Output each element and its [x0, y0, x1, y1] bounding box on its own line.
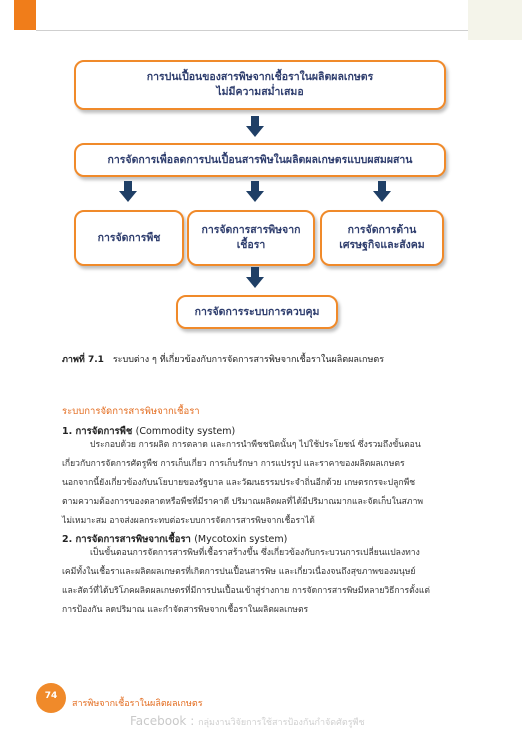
diagram-bottom-box: การจัดการระบบการควบคุม: [176, 295, 338, 329]
item1-heading: 1. การจัดการพืช (Commodity system): [62, 424, 235, 439]
watermark-main: Facebook :: [130, 714, 195, 728]
item2-body: เป็นขั้นตอนการจัดการสารพิษที่เชื้อราสร้า…: [62, 548, 430, 615]
diagram-branch-center: การจัดการสารพิษจาก เชื้อรา: [187, 210, 315, 266]
arrow-down-icon: [246, 181, 264, 202]
figure-caption: ภาพที่ 7.1 ระบบต่าง ๆ ที่เกี่ยวข้องกับกา…: [62, 352, 384, 366]
watermark-sub: กลุ่มงานวิจัยการใช้สารป้องกันกำจัดศัตรูพ…: [198, 718, 365, 728]
item1-body: ประกอบด้วย การผลิต การตลาด และการนำพืชชน…: [62, 440, 424, 526]
item2-heading-th: 2. การจัดการสารพิษจากเชื้อรา: [62, 534, 191, 545]
arrow-down-icon: [373, 181, 391, 202]
diagram-middle-box: การจัดการเพื่อลดการปนเปื้อนสารพิษในผลิตผ…: [74, 143, 446, 177]
header-accent-bar: [14, 0, 36, 30]
item2-heading-en: (Mycotoxin system): [194, 534, 288, 545]
diagram-branch-left: การจัดการพืช: [74, 210, 184, 266]
footer-title: สารพิษจากเชื้อราในผลิตผลเกษตร: [72, 699, 203, 709]
item1-heading-en: (Commodity system): [135, 426, 236, 437]
header-corner-shade: [468, 0, 522, 40]
item1-heading-th: 1. การจัดการพืช: [62, 426, 133, 437]
arrow-down-icon: [246, 267, 264, 288]
arrow-down-icon: [119, 181, 137, 202]
watermark: Facebook : กลุ่มงานวิจัยการใช้สารป้องกัน…: [130, 714, 365, 729]
page-number-badge: [36, 683, 66, 713]
item2-heading: 2. การจัดการสารพิษจากเชื้อรา (Mycotoxin …: [62, 532, 287, 547]
section-title: ระบบการจัดการสารพิษจากเชื้อรา: [62, 406, 200, 417]
page-number: 74: [44, 691, 58, 701]
header-rule: [36, 0, 482, 31]
arrow-down-icon: [246, 116, 264, 137]
figure-caption-text: ระบบต่าง ๆ ที่เกี่ยวข้องกับการจัดการสารพ…: [112, 355, 385, 365]
figure-caption-label: ภาพที่ 7.1: [62, 355, 104, 365]
diagram-top-box: การปนเปื้อนของสารพิษจากเชื้อราในผลิตผลเก…: [74, 60, 446, 110]
diagram-branch-right: การจัดการด้าน เศรษฐกิจและสังคม: [320, 210, 444, 266]
